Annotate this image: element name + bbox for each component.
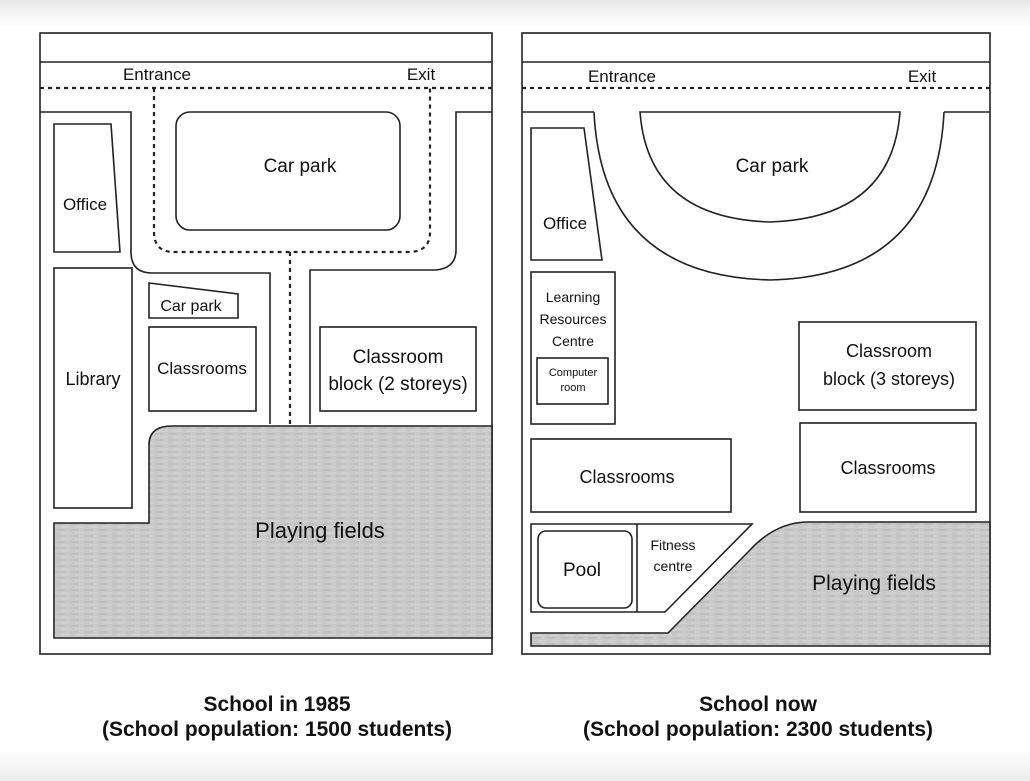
caption-now: School now (School population: 2300 stud… [523, 692, 993, 742]
path-edge-left [40, 111, 132, 252]
classrooms-right-label: Classrooms [840, 458, 935, 478]
entrance-label: Entrance [588, 67, 656, 86]
map-now [521, 32, 991, 655]
classroom-block-label-line1: Classroom [846, 341, 932, 361]
classrooms-left-now [530, 438, 732, 513]
map-1985-border [39, 32, 493, 655]
classroom-block-now [798, 321, 977, 411]
classrooms-right-now [799, 422, 977, 513]
car-park-now [639, 111, 901, 223]
classroom-block-label-line2: block (3 storeys) [823, 369, 955, 389]
learning-resources-centre [530, 271, 616, 425]
car-park-small-label: Car park [160, 298, 222, 315]
lrc-label-line2: Resources [540, 311, 607, 327]
fitness-centre-label-line2: centre [654, 558, 693, 574]
classroom-block-label-line1: Classroom [353, 347, 444, 368]
caption-subtitle: (School population: 1500 students) [101, 718, 453, 741]
computer-room [536, 357, 609, 405]
pool [537, 530, 633, 609]
computer-room-label-line1: Computer [549, 367, 598, 379]
playing-fields-1985 [53, 425, 493, 639]
car-park-small-1985 [148, 282, 239, 319]
map-now-border [521, 32, 991, 655]
caption-subtitle: (School population: 2300 students) [582, 718, 934, 741]
computer-room-label-line2: room [560, 382, 585, 394]
caption-title: School in 1985 [203, 693, 351, 716]
car-park-label: Car park [736, 156, 809, 177]
lrc-label-line1: Learning [546, 289, 601, 305]
exit-label: Exit [908, 67, 937, 86]
pool-fitness-building [530, 523, 754, 613]
labels-now: Entrance Exit Car park Office Learning R… [540, 67, 955, 595]
caption-1985: School in 1985 (School population: 1500 … [42, 692, 512, 742]
playing-fields-label: Playing fields [812, 572, 936, 595]
path-edge-middle [130, 251, 271, 424]
caption-title: School now [699, 693, 817, 716]
library-1985 [53, 267, 133, 509]
map-1985 [39, 32, 493, 655]
classroom-block-1985 [319, 326, 477, 412]
pool-label: Pool [563, 560, 601, 581]
path-edge-right [309, 111, 492, 424]
car-park-main-1985 [175, 111, 401, 231]
office-1985 [53, 123, 121, 253]
dashed-path-loop [152, 88, 432, 254]
labels-1985: Entrance Exit Car park Office Car park L… [63, 65, 468, 543]
playing-fields-now [530, 521, 991, 647]
office-label: Office [543, 214, 587, 233]
car-park-main-label: Car park [264, 156, 337, 177]
classrooms-left-label: Classrooms [579, 467, 674, 487]
office-label: Office [63, 195, 107, 214]
exit-label: Exit [407, 65, 436, 84]
classrooms-1985 [148, 326, 257, 412]
playing-fields-label: Playing fields [255, 518, 385, 543]
lrc-label-line3: Centre [552, 333, 594, 349]
car-park-road-arc [593, 111, 945, 281]
entrance-label: Entrance [123, 65, 191, 84]
library-label: Library [65, 369, 120, 389]
fitness-centre-label-line1: Fitness [650, 537, 695, 553]
classroom-block-label-line2: block (2 storeys) [328, 374, 467, 395]
office-now [530, 127, 603, 261]
classrooms-label: Classrooms [157, 359, 247, 378]
